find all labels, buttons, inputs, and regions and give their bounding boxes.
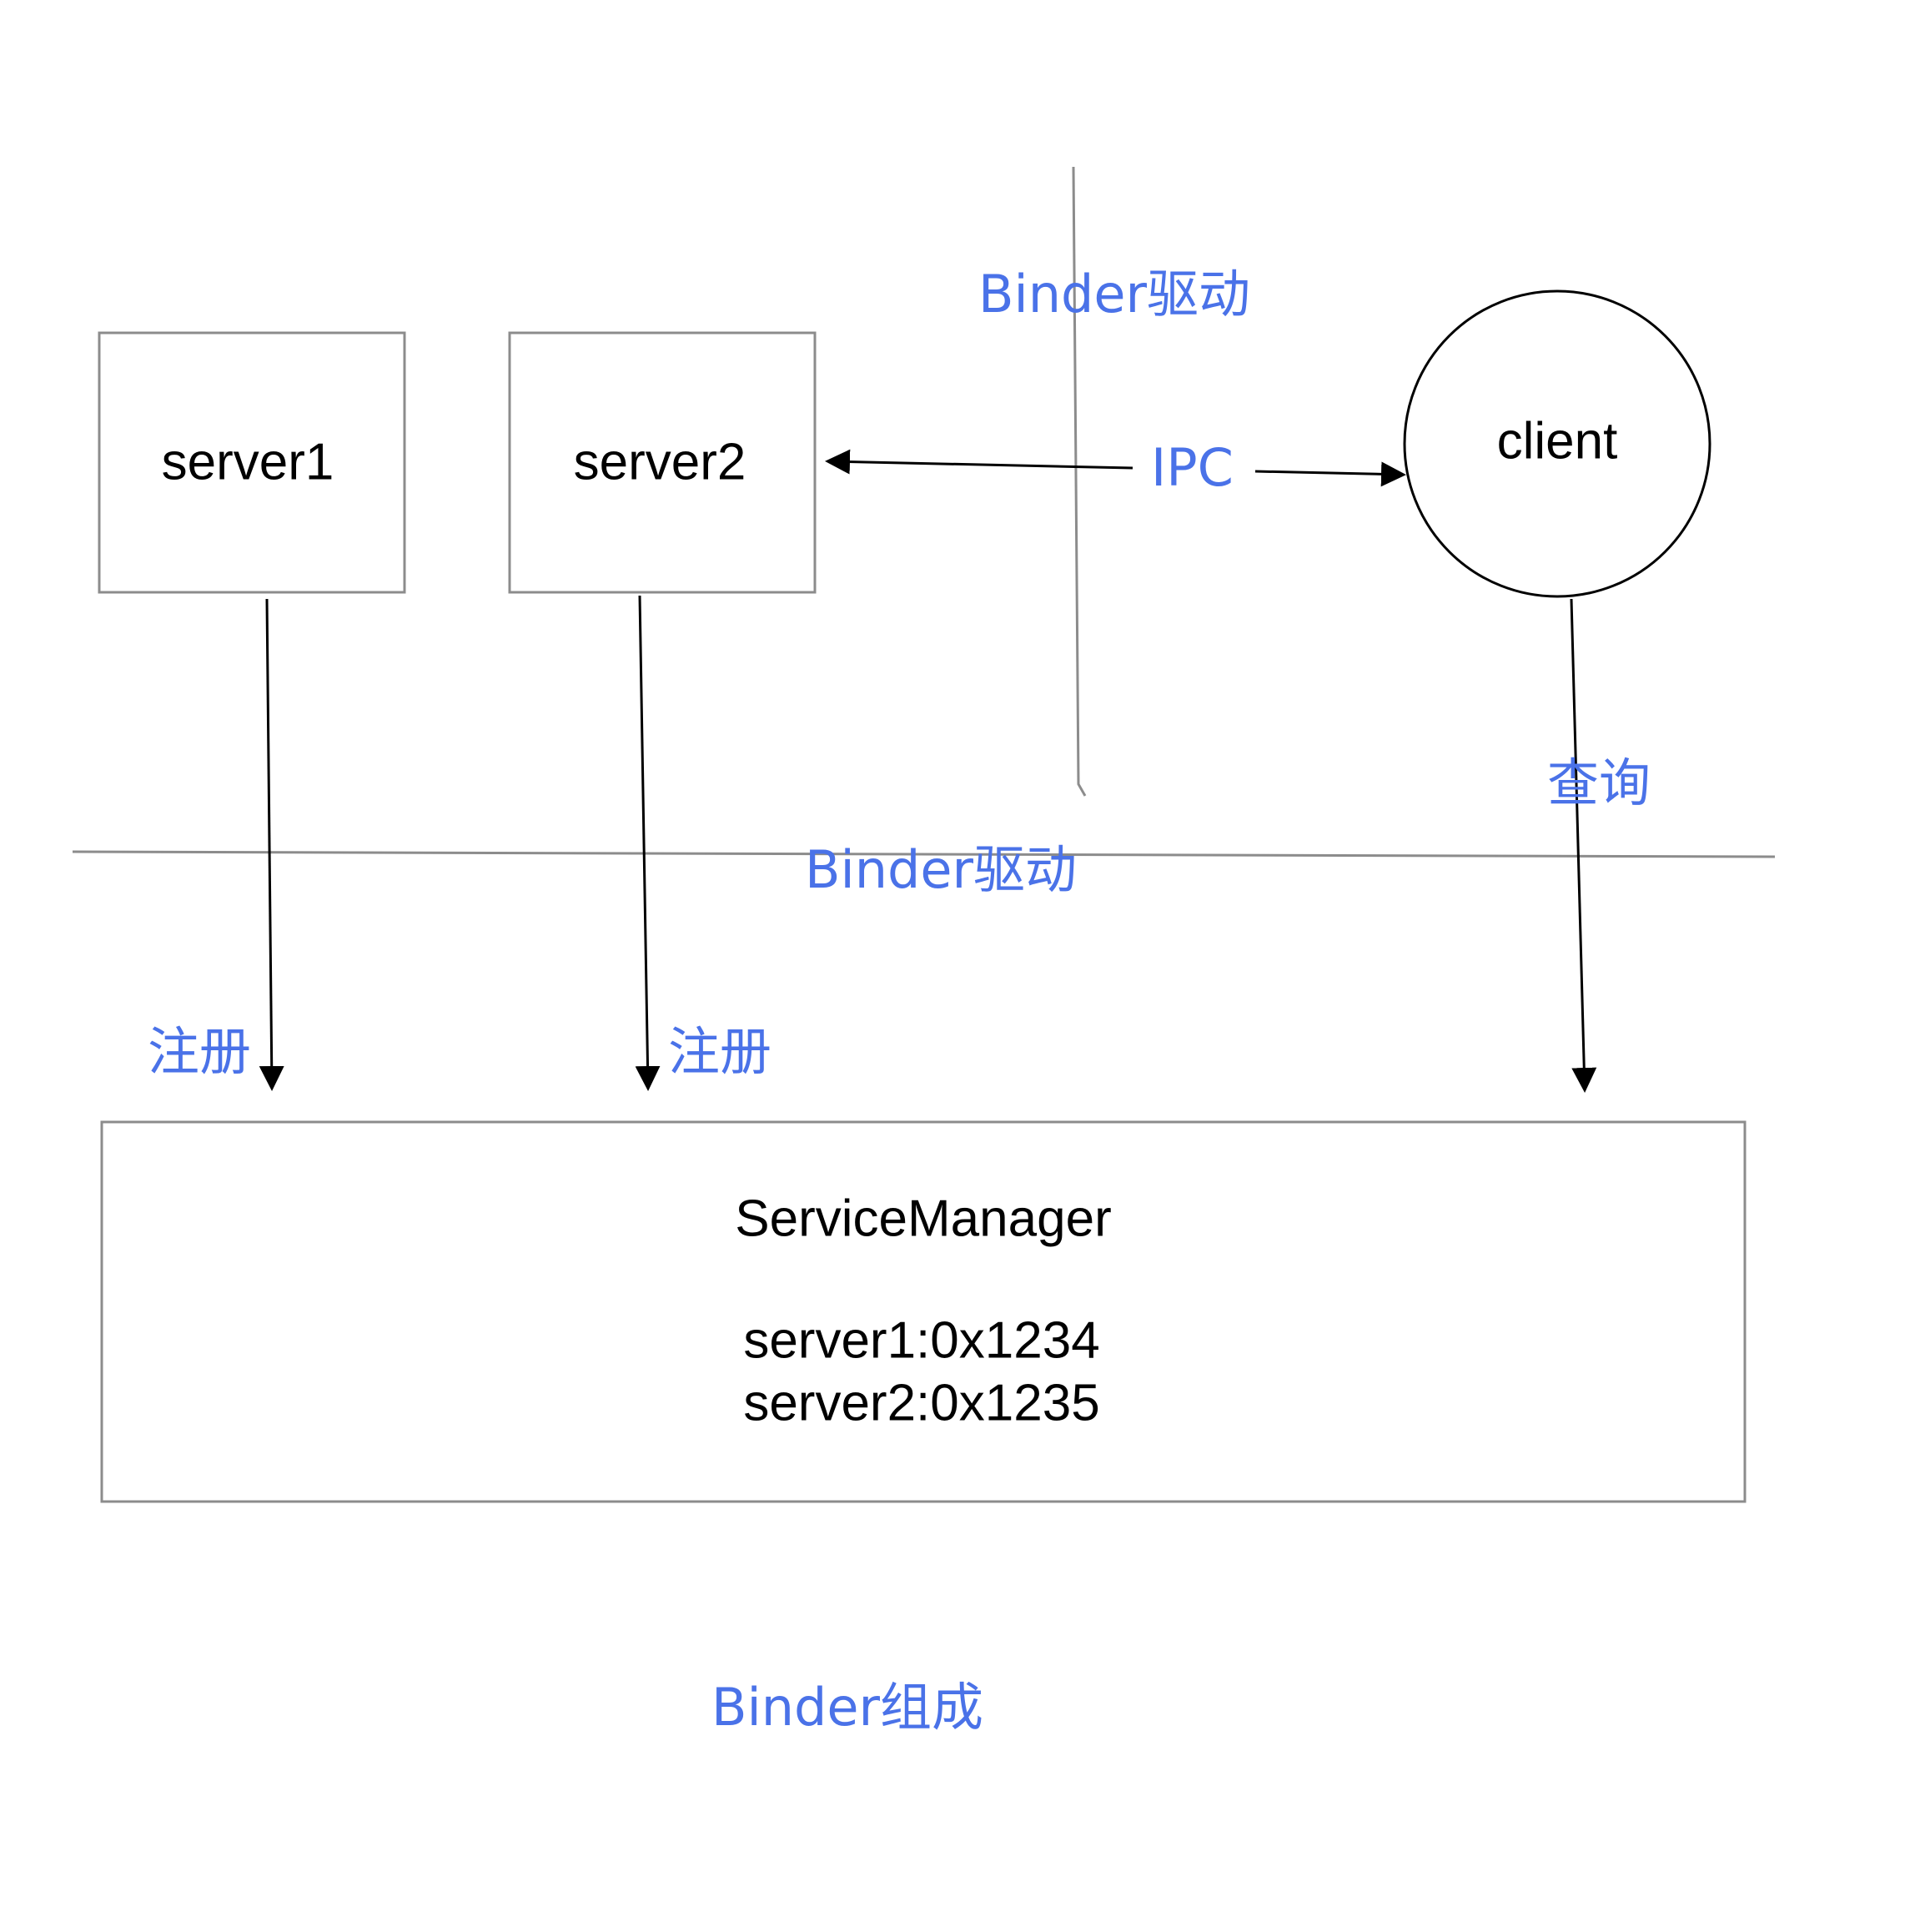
register-label-1: 注册 [148, 1021, 251, 1082]
diagram-caption: Binder组成 [711, 1677, 983, 1738]
vertical-divider [1072, 166, 1087, 797]
server2-box [508, 331, 817, 594]
service-manager-box [100, 1120, 1747, 1503]
server2-label: server2 [574, 433, 746, 491]
client-label: client [1497, 412, 1618, 470]
server1-label: server1 [162, 433, 334, 491]
ipc-arrow-to-server2 [825, 449, 1133, 475]
register-arrow-server2 [635, 595, 661, 1091]
horizontal-divider [72, 850, 1776, 858]
query-label: 查询 [1547, 752, 1651, 813]
register-label-2: 注册 [668, 1021, 772, 1082]
binder-driver-label-top: Binder驱动 [978, 264, 1250, 325]
service-manager-title: ServiceManager [735, 1190, 1111, 1247]
register-arrow-server1 [259, 598, 284, 1091]
client-circle [1403, 289, 1711, 598]
ipc-label: IPC [1151, 437, 1234, 498]
service-manager-entry: server2:0x1235 [743, 1374, 1099, 1431]
query-arrow-client [1570, 598, 1597, 1093]
server1-box [98, 331, 406, 594]
service-manager-entry: server1:0x1234 [743, 1311, 1099, 1369]
ipc-arrow-to-client [1254, 461, 1406, 487]
binder-driver-label-middle: Binder驱动 [805, 839, 1077, 900]
